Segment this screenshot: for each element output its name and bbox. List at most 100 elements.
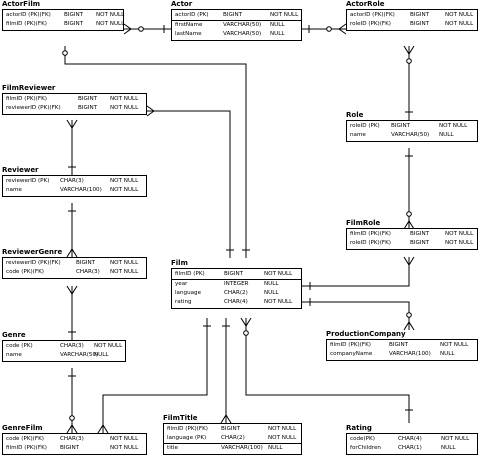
attribute-type: CHAR(3) — [76, 269, 100, 275]
entity-table: filmID (PK)(FK) BIGINT NOT NULL companyN… — [326, 339, 478, 361]
attribute-row: filmID (PK)(FK) BIGINT NOT NULL — [3, 20, 125, 29]
rel-film-genrefilm-crowfoot — [97, 424, 109, 434]
entity-film: Film filmID (PK) BIGINT NOT NULL year IN… — [171, 259, 302, 309]
attribute-nullability: NOT NULL — [110, 178, 139, 184]
attribute-row: roleID (PK) BIGINT NOT NULL — [347, 122, 477, 131]
attribute-nullability: NOT NULL — [268, 435, 297, 441]
entity-title: ActorRole — [346, 0, 385, 8]
attribute-row: year INTEGER NULL — [172, 279, 301, 289]
attribute-nullability: NOT NULL — [268, 426, 297, 432]
attribute-type: CHAR(1) — [398, 445, 422, 451]
entity-title: ActorFilm — [2, 0, 41, 8]
attribute-name: reviewerID (PK) — [6, 178, 50, 184]
entity-table: code (PK) CHAR(3) NOT NULL name VARCHAR(… — [2, 340, 126, 362]
attribute-row: name VARCHAR(50) NULL — [347, 131, 477, 140]
entity-title: Film — [171, 259, 188, 267]
rel-film-filmtitle-crowfoot — [220, 414, 232, 424]
attribute-type: VARCHAR(100) — [60, 187, 102, 193]
attribute-nullability: NOT NULL — [110, 436, 139, 442]
attribute-type: BIGINT — [64, 21, 84, 27]
rel-rating-film-optional — [243, 330, 249, 336]
attribute-nullability: NOT NULL — [110, 187, 139, 193]
rel-filmreviewer-film — [147, 110, 231, 258]
attribute-type: BIGINT — [64, 12, 84, 18]
attribute-row: reviewerID (PK)(FK) BIGINT NOT NULL — [3, 104, 146, 113]
rel-genre-genrefilm-crowfoot — [66, 424, 78, 434]
attribute-name: reviewerID (PK)(FK) — [6, 105, 61, 111]
attribute-nullability: NULL — [268, 445, 283, 451]
attribute-name: filmID (PK) — [175, 271, 205, 277]
attribute-nullability: NOT NULL — [445, 240, 474, 246]
rel-actor-actorfilm-crowfoot — [123, 23, 132, 35]
entity-table: reviewerID (PK)(FK) BIGINT NOT NULL code… — [2, 257, 147, 279]
attribute-row: reviewerID (PK) CHAR(3) NOT NULL — [3, 177, 146, 186]
attribute-row: actorID (PK) BIGINT NOT NULL — [172, 11, 301, 20]
attribute-type: BIGINT — [224, 271, 244, 277]
rel-film-filmrole-crowfoot — [403, 256, 415, 266]
attribute-name: name — [350, 132, 366, 138]
attribute-row: rating CHAR(4) NOT NULL — [172, 298, 301, 307]
entity-title: Reviewer — [2, 166, 39, 174]
attribute-type: BIGINT — [410, 12, 430, 18]
entity-reviewergenre: ReviewerGenre reviewerID (PK)(FK) BIGINT… — [2, 248, 147, 279]
rel-film-productioncompany-optional — [406, 312, 412, 318]
attribute-nullability: NOT NULL — [94, 343, 123, 349]
attribute-row: companyName VARCHAR(100) NULL — [327, 350, 477, 359]
rel-film-filmrole — [302, 257, 410, 287]
attribute-row: roleID (PK)(FK) BIGINT NOT NULL — [347, 20, 477, 29]
rel-reviewer-reviewergenre-crowfoot — [66, 248, 78, 258]
attribute-row: filmID (PK)(FK) BIGINT NOT NULL — [327, 341, 477, 350]
attribute-name: code (PK)(FK) — [6, 436, 44, 442]
attribute-row: actorID (PK)(FK) BIGINT NOT NULL — [3, 11, 124, 20]
entity-table: code(PK) CHAR(4) NOT NULL forChildren CH… — [346, 433, 478, 455]
attribute-name: code (PK)(FK) — [6, 269, 44, 275]
entity-title: Genre — [2, 331, 26, 339]
attribute-name: lastName — [175, 31, 202, 37]
attribute-nullability: NOT NULL — [445, 12, 474, 18]
entity-table: code (PK)(FK) CHAR(3) NOT NULL filmID (P… — [2, 433, 147, 455]
rel-actor-actorrole-crowfoot — [338, 23, 347, 35]
attribute-type: CHAR(3) — [60, 343, 84, 349]
attribute-nullability: NOT NULL — [96, 21, 125, 27]
attribute-row: actorID (PK)(FK) BIGINT NOT NULL — [347, 11, 477, 20]
rel-actor-actorrole-optional — [326, 26, 332, 32]
attribute-name: actorID (PK)(FK) — [350, 12, 395, 18]
entity-genre: Genre code (PK) CHAR(3) NOT NULL name VA… — [2, 331, 126, 362]
entity-title: FilmRole — [346, 219, 381, 227]
attribute-name: year — [175, 281, 188, 287]
attribute-row: lastName VARCHAR(50) NULL — [172, 30, 301, 39]
entity-title: ProductionCompany — [326, 330, 406, 338]
attribute-nullability: NOT NULL — [110, 105, 139, 111]
attribute-name: name — [6, 352, 22, 358]
attribute-name: language — [175, 290, 202, 296]
attribute-name: actorID (PK) — [175, 12, 209, 18]
attribute-type: CHAR(4) — [224, 299, 248, 305]
attribute-name: language (PK) — [167, 435, 207, 441]
attribute-type: BIGINT — [223, 12, 243, 18]
attribute-type: BIGINT — [221, 426, 241, 432]
entity-actor: Actor actorID (PK) BIGINT NOT NULL first… — [171, 0, 302, 41]
attribute-name: rating — [175, 299, 192, 305]
rel-actorfilm-film-optional — [62, 50, 68, 56]
attribute-row: forChildren CHAR(1) NULL — [347, 444, 477, 453]
attribute-nullability: NOT NULL — [110, 96, 139, 102]
rel-role-actorrole-optional — [406, 58, 412, 64]
rel-rating-film — [245, 318, 410, 423]
rel-film-productioncompany — [302, 301, 410, 330]
attribute-name: firstName — [175, 22, 203, 28]
attribute-type: VARCHAR(50) — [60, 352, 99, 358]
attribute-row: reviewerID (PK)(FK) BIGINT NOT NULL — [3, 259, 146, 268]
attribute-type: CHAR(2) — [224, 290, 248, 296]
attribute-row: code (PK)(FK) CHAR(3) NOT NULL — [3, 268, 146, 277]
entity-rating: Rating code(PK) CHAR(4) NOT NULL forChil… — [346, 424, 478, 455]
attribute-name: roleID (PK)(FK) — [350, 240, 391, 246]
entity-table: actorID (PK)(FK) BIGINT NOT NULL filmID … — [2, 9, 124, 31]
entity-title: ReviewerGenre — [2, 248, 63, 256]
attribute-row: filmID (PK)(FK) BIGINT NOT NULL — [164, 425, 301, 434]
entity-title: FilmReviewer — [2, 84, 56, 92]
attribute-row: code (PK) CHAR(3) NOT NULL — [3, 342, 125, 351]
entity-role: Role roleID (PK) BIGINT NOT NULL name VA… — [346, 111, 478, 142]
attribute-nullability: NOT NULL — [270, 12, 299, 18]
